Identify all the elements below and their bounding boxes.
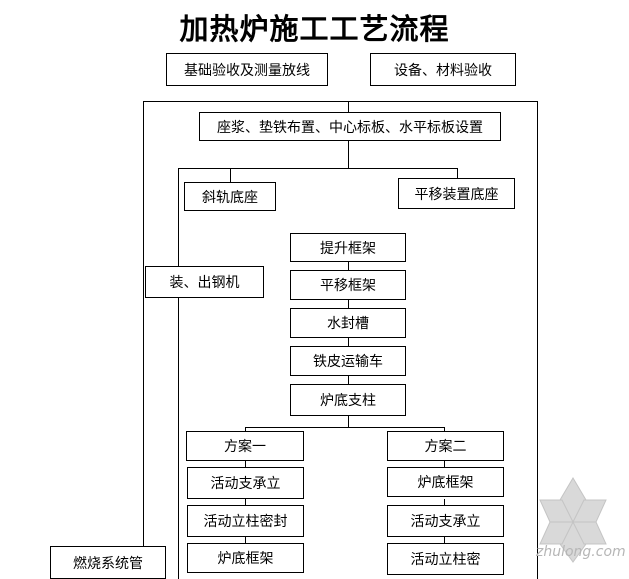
plan-two-step2-box: 活动支承立 bbox=[387, 505, 504, 537]
connector bbox=[230, 168, 231, 182]
connector bbox=[348, 262, 349, 270]
connector bbox=[537, 101, 538, 579]
connector bbox=[245, 537, 246, 543]
furnace-column-box: 炉底支柱 bbox=[290, 384, 406, 416]
connector bbox=[444, 427, 445, 431]
connector bbox=[348, 300, 349, 308]
watermark-logo bbox=[539, 477, 607, 563]
translation-frame-box: 平移框架 bbox=[290, 270, 406, 300]
connector bbox=[245, 461, 246, 467]
lift-frame-box: 提升框架 bbox=[290, 233, 406, 262]
plan-two-step1-box: 炉底框架 bbox=[387, 467, 504, 497]
watermark-text: zhulong.com bbox=[536, 544, 626, 560]
transport-car-box: 铁皮运输车 bbox=[290, 346, 406, 376]
connector bbox=[444, 461, 445, 467]
equipment-box: 设备、材料验收 bbox=[370, 53, 516, 86]
connector bbox=[348, 416, 349, 428]
plan-one-step1-box: 活动支承立 bbox=[187, 467, 304, 499]
burner-pipe-box: 燃烧系统管 bbox=[50, 546, 166, 579]
diagram-title: 加热炉施工工艺流程 bbox=[179, 12, 450, 46]
connector bbox=[245, 427, 246, 431]
connector bbox=[348, 140, 349, 168]
inclined-rail-box: 斜轨底座 bbox=[184, 182, 276, 211]
grout-box: 座浆、垫铁布置、中心标板、水平标板设置 bbox=[199, 112, 501, 141]
connector bbox=[444, 499, 445, 505]
water-seal-box: 水封槽 bbox=[290, 308, 406, 338]
connector bbox=[143, 101, 144, 579]
plan-one-box: 方案一 bbox=[186, 431, 304, 461]
connector bbox=[457, 168, 458, 178]
connector bbox=[348, 376, 349, 384]
connector bbox=[143, 101, 538, 102]
connector bbox=[245, 427, 445, 428]
plan-two-box: 方案二 bbox=[387, 431, 504, 461]
plan-one-step2-box: 活动立柱密封 bbox=[187, 505, 304, 537]
connector bbox=[348, 338, 349, 346]
connector bbox=[245, 499, 246, 505]
plan-two-step3-box: 活动立柱密 bbox=[387, 543, 504, 575]
foundation-box: 基础验收及测量放线 bbox=[166, 53, 328, 86]
charger-box: 装、出钢机 bbox=[145, 266, 264, 298]
connector bbox=[348, 101, 349, 112]
connector bbox=[178, 168, 458, 169]
plan-one-step3-box: 炉底框架 bbox=[187, 543, 304, 573]
translation-base-box: 平移装置底座 bbox=[398, 178, 515, 209]
connector bbox=[444, 537, 445, 543]
connector bbox=[178, 168, 179, 579]
